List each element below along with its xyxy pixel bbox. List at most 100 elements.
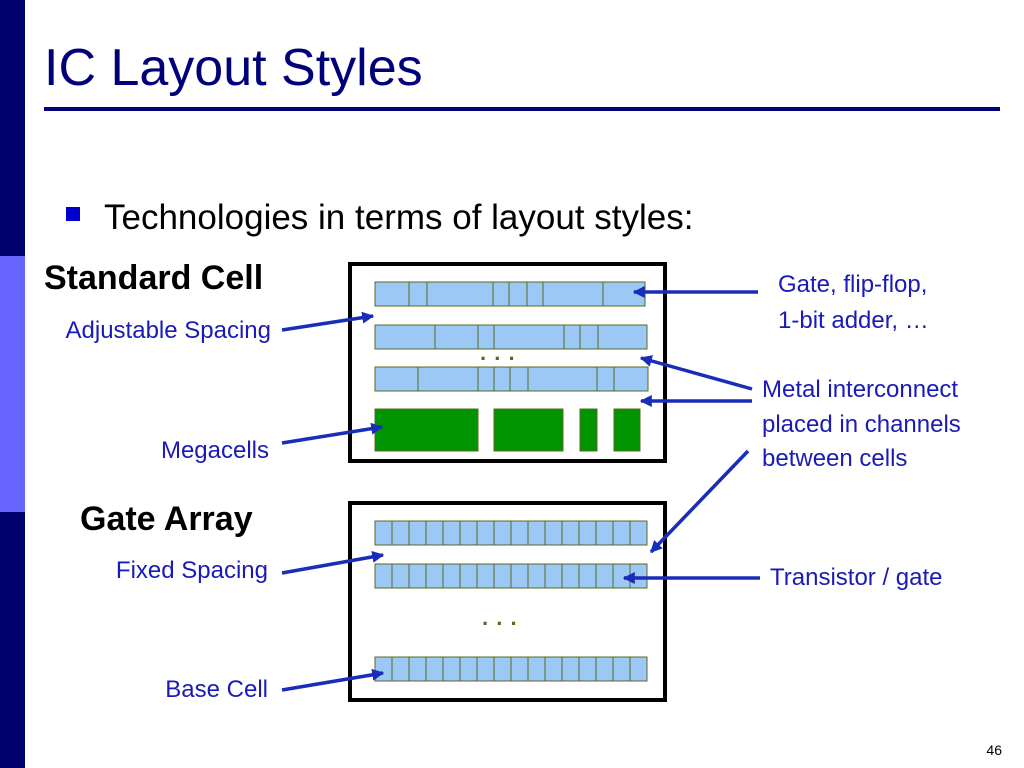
gate-array-base-cell (391, 520, 410, 546)
gate-array-base-cell (612, 656, 631, 682)
adjustable-spacing-label: Adjustable Spacing (65, 317, 271, 344)
gate-array-base-cell (442, 563, 461, 589)
gate-array-base-cell (561, 656, 580, 682)
standard-cell-rows (374, 281, 649, 392)
gate-array-base-cell (459, 656, 478, 682)
metal-interconnect-label-line3: between cells (762, 445, 908, 472)
standard-cell (426, 281, 494, 307)
megacells-label: Megacells (160, 437, 269, 464)
transistor-gate-label: Transistor / gate (770, 564, 943, 591)
gate-array-base-cell (374, 520, 393, 546)
gate-array-base-cell (459, 563, 478, 589)
gate-array-base-cell (493, 563, 512, 589)
gate-array-heading: Gate Array (80, 500, 253, 538)
slide-title: IC Layout Styles (44, 39, 423, 97)
standard-cell (597, 324, 648, 350)
bullet-text: Technologies in terms of layout styles: (104, 198, 694, 237)
gate-array-base-cell (510, 563, 529, 589)
bullet-square-icon (66, 207, 80, 221)
standard-cell (477, 366, 495, 392)
standard-cell (374, 324, 436, 350)
gate-array-base-cell (612, 563, 631, 589)
gate-array-base-cell (595, 520, 614, 546)
gate-array-base-cell (578, 563, 597, 589)
gate-array-base-cell (493, 520, 512, 546)
arrow-metal-channel-1 (639, 355, 753, 391)
megacells (374, 408, 641, 452)
megacell-block (374, 408, 479, 452)
sidebar-band-bottom (0, 512, 25, 768)
arrows (281, 286, 760, 692)
standard-cell (374, 366, 419, 392)
gate-array-base-cell (578, 656, 597, 682)
gate-array-base-cell (544, 520, 563, 546)
gate-flipflop-label-line1: Gate, flip-flop, (778, 271, 928, 298)
standard-cell (434, 324, 479, 350)
page-number: 46 (986, 742, 1002, 758)
gate-array-base-cell (527, 656, 546, 682)
gate-flipflop-label-line2: 1-bit adder, … (778, 307, 929, 334)
standard-cell (579, 324, 599, 350)
megacell-block (579, 408, 598, 452)
metal-interconnect-label-line1: Metal interconnect (762, 376, 959, 403)
gate-array-base-cell (391, 563, 410, 589)
standard-cell (602, 281, 646, 307)
gate-array-base-cell (442, 520, 461, 546)
megacell-block (493, 408, 564, 452)
standard-cell-ellipsis: . . . (480, 340, 516, 365)
gate-array-base-cell (561, 563, 580, 589)
standard-cell (493, 366, 511, 392)
gate-array-base-cell (578, 520, 597, 546)
standard-cell (417, 366, 479, 392)
gate-array-base-cell (527, 520, 546, 546)
gate-array-base-cell (476, 563, 495, 589)
standard-cell (613, 366, 649, 392)
gate-array-base-cell (527, 563, 546, 589)
gate-array-base-cell (629, 656, 648, 682)
gate-array-base-cell (425, 520, 444, 546)
arrow-adjustable-spacing (281, 311, 375, 332)
gate-array-ellipsis: . . . (482, 605, 518, 630)
gate-array-base-cell (493, 656, 512, 682)
standard-cell (542, 281, 604, 307)
standard-cell-heading: Standard Cell (44, 259, 264, 297)
base-cell-label: Base Cell (165, 676, 268, 703)
standard-cell (527, 366, 598, 392)
gate-array-base-cell (408, 656, 427, 682)
sidebar-band-middle (0, 256, 25, 512)
gate-array-base-cell (391, 656, 410, 682)
gate-array-base-cell (459, 520, 478, 546)
gate-array-base-cell (408, 520, 427, 546)
arrow-base-cell (281, 668, 385, 692)
gate-array-base-cell (544, 563, 563, 589)
gate-array-base-cell (629, 563, 648, 589)
standard-cell (508, 281, 528, 307)
standard-cell (526, 281, 544, 307)
gate-array-base-cell (425, 656, 444, 682)
gate-array-base-cell (510, 656, 529, 682)
title-underline (44, 107, 1000, 111)
gate-array-base-cell (595, 656, 614, 682)
standard-cell (563, 324, 581, 350)
gate-array-base-cell (476, 656, 495, 682)
standard-cell (374, 281, 410, 307)
arrow-fixed-spacing (281, 550, 385, 575)
gate-array-base-cell (544, 656, 563, 682)
arrow-megacells (281, 422, 384, 445)
gate-array-base-cell (442, 656, 461, 682)
gate-array-base-cell (612, 520, 631, 546)
gate-array-rows (374, 520, 648, 682)
gate-array-base-cell (408, 563, 427, 589)
gate-array-base-cell (374, 563, 393, 589)
arrow-metal-channel-3 (649, 449, 750, 554)
standard-cell (408, 281, 428, 307)
gate-array-base-cell (510, 520, 529, 546)
sidebar-band-top (0, 0, 25, 256)
gate-array-base-cell (476, 520, 495, 546)
standard-cell (509, 366, 529, 392)
gate-array-base-cell (561, 520, 580, 546)
gate-array-base-cell (425, 563, 444, 589)
metal-interconnect-label-line2: placed in channels (762, 411, 961, 438)
gate-array-base-cell (595, 563, 614, 589)
